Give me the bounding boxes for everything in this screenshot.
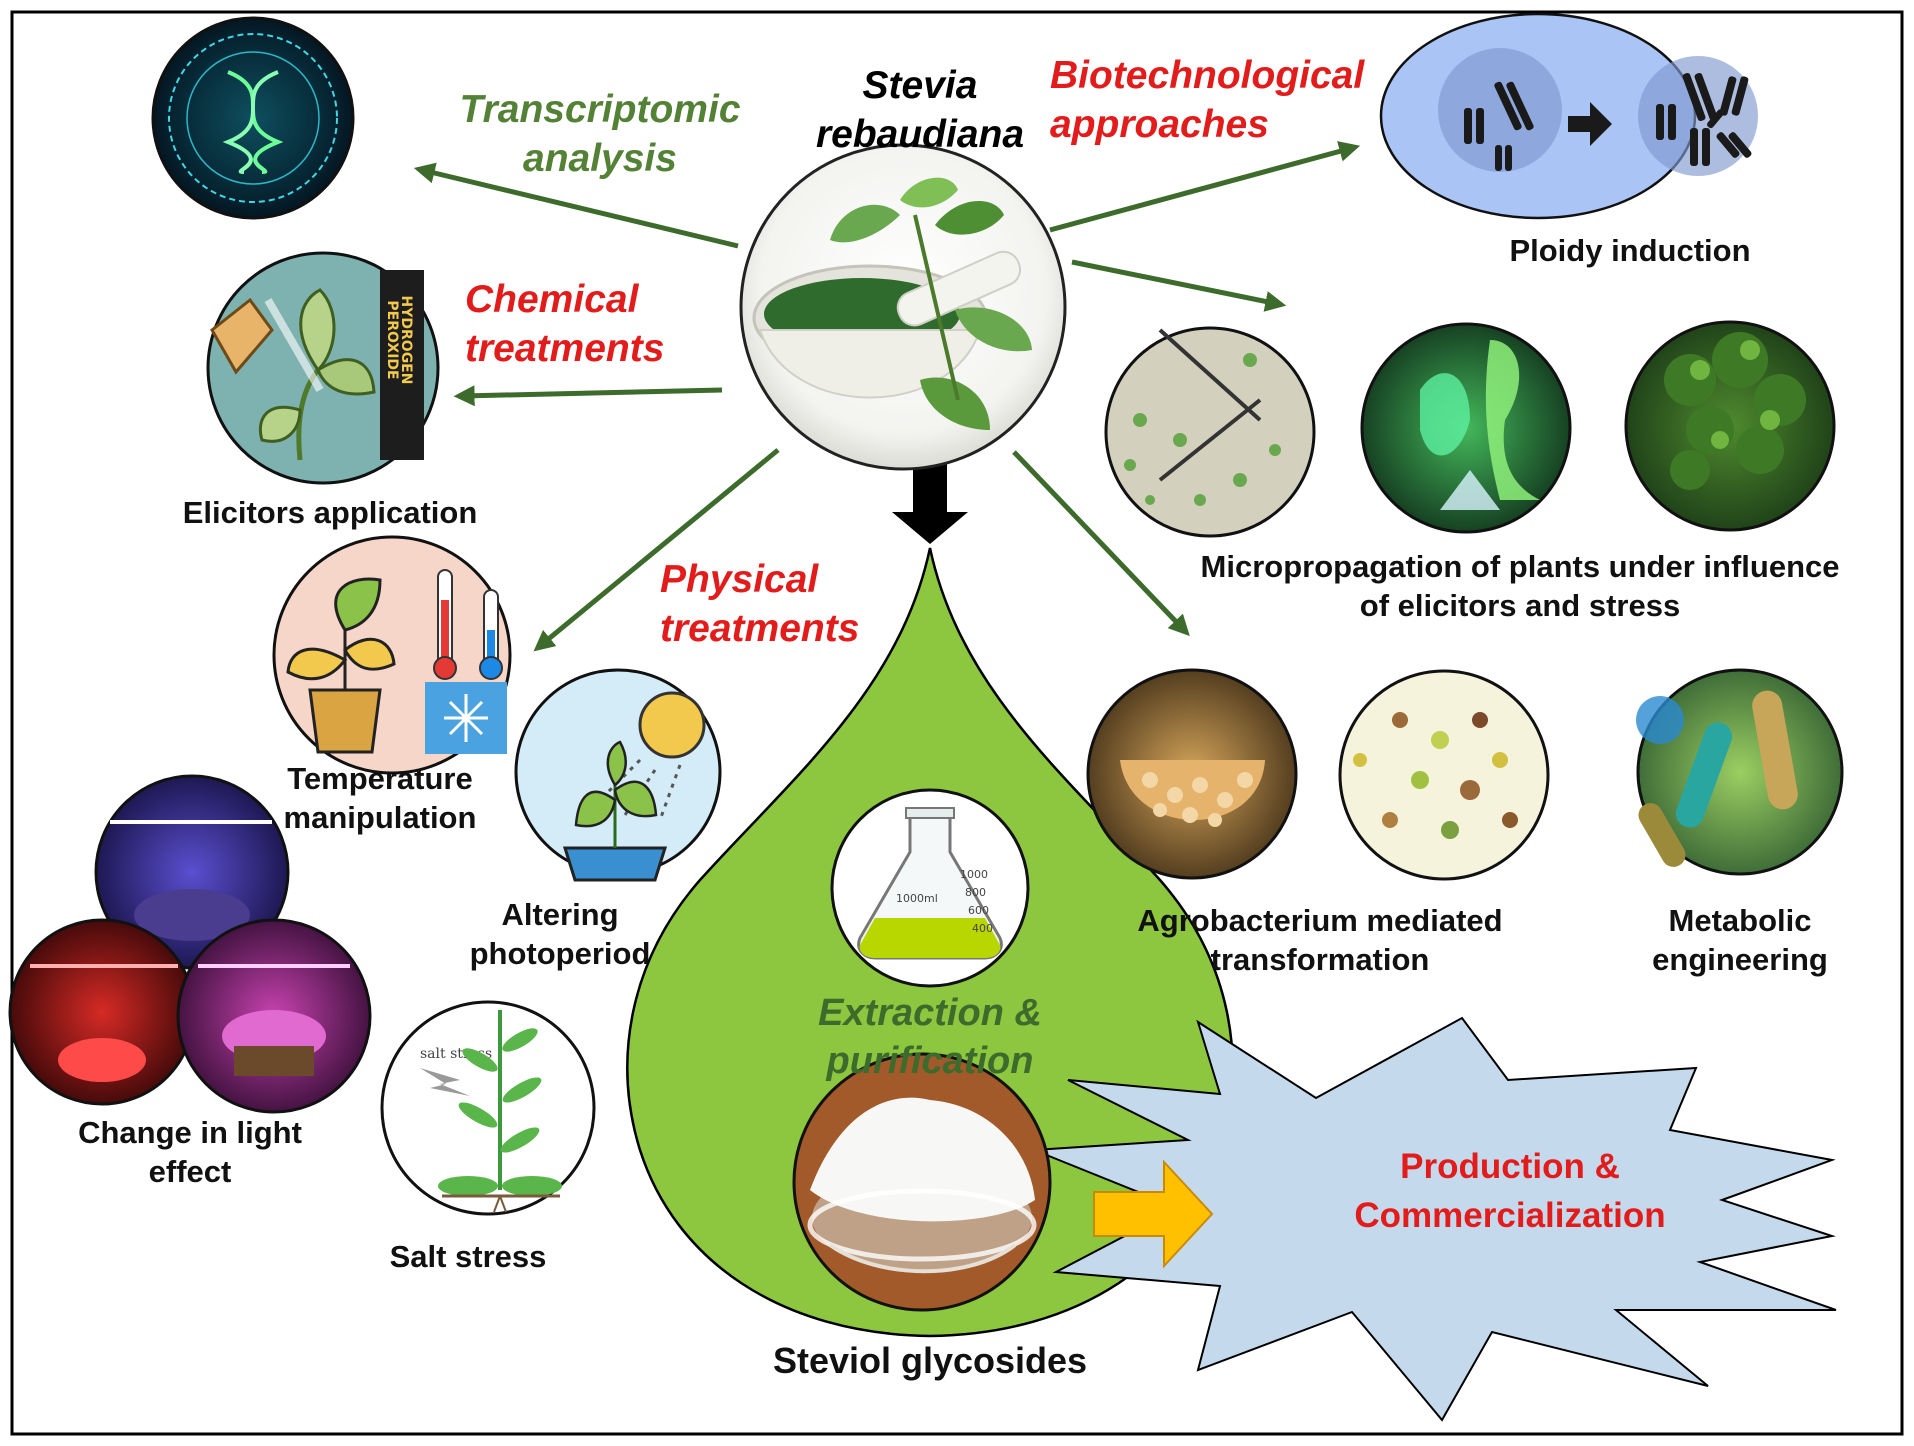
flask-mark-600: 600 [968, 904, 989, 917]
metabolic-caption: Metabolic engineering [1620, 902, 1860, 980]
down-arrow [892, 458, 968, 544]
biotechnological-line1: Biotechnological [1050, 54, 1365, 97]
metabolic-line2: engineering [1652, 941, 1828, 977]
bottle-label-line1: HYDROGEN [398, 296, 414, 385]
stevia-mortar-image [739, 143, 1067, 471]
extraction-label: Extraction & purification [780, 990, 1080, 1085]
physical-line1: Physical [660, 558, 819, 601]
flask-image: 1000 800 600 400 1000ml [830, 788, 1030, 988]
temperature-caption: Temperature manipulation [260, 760, 500, 838]
photoperiod-image [514, 668, 722, 882]
metabolic-line1: Metabolic [1668, 903, 1812, 938]
stevia-title: Stevia rebaudiana [770, 62, 1070, 160]
steviol-glycosides-label: Steviol glycosides [772, 1340, 1088, 1381]
extraction-line2: purification [826, 1039, 1034, 1082]
agrobacterium-line2: transformation [1210, 941, 1430, 977]
chemical-label: Chemical treatments [465, 276, 725, 374]
temperature-line2: manipulation [283, 799, 477, 835]
arrow-to-physical [533, 448, 780, 652]
biotechnological-label: Biotechnological approaches [1050, 52, 1390, 150]
transcriptomic-label: Transcriptomic analysis [450, 86, 750, 184]
agrobacterium-line1: Agrobacterium mediated [1137, 903, 1503, 938]
photoperiod-caption: Altering photoperiod [450, 896, 670, 974]
stevia-title-line1: Stevia [862, 64, 978, 107]
photoperiod-line2: photoperiod [469, 935, 651, 971]
stevia-title-line2: rebaudiana [815, 112, 1025, 156]
commercialization-label: Production & Commercialization [1290, 1142, 1730, 1240]
temperature-image [272, 535, 512, 775]
micropropagation-caption: Micropropagation of plants under influen… [1150, 548, 1890, 626]
commercialization-line2: Commercialization [1354, 1196, 1666, 1235]
light-line2: effect [148, 1153, 232, 1189]
led-light-images [8, 774, 372, 1114]
micropropagation-line1: Micropropagation of plants under influen… [1200, 549, 1840, 584]
agrobacterium-images [1086, 668, 1844, 881]
arrow-to-ploidy [1049, 141, 1361, 233]
micropropagation-images [1104, 320, 1836, 538]
ploidy-diagram [1379, 12, 1758, 220]
elicitors-image: HYDROGEN PEROXIDE [206, 251, 440, 485]
temperature-line1: Temperature [287, 761, 473, 796]
photoperiod-line1: Altering [501, 897, 619, 932]
yellow-arrow [1093, 1159, 1214, 1269]
chemical-line1: Chemical [465, 278, 639, 321]
physical-label: Physical treatments [660, 556, 920, 654]
light-line1: Change in light [78, 1115, 302, 1150]
agrobacterium-caption: Agrobacterium mediated transformation [1100, 902, 1540, 980]
salt-stress-caption: Salt stress [389, 1239, 547, 1274]
salt-stress-image: salt stress [380, 1000, 596, 1216]
arrow-to-micropropagation [1071, 259, 1287, 312]
chemical-line2: treatments [465, 326, 665, 370]
biotechnological-line2: approaches [1050, 102, 1269, 146]
dna-image [151, 16, 355, 220]
micropropagation-line2: of elicitors and stress [1359, 587, 1681, 623]
light-caption: Change in light effect [50, 1114, 330, 1192]
transcriptomic-line1: Transcriptomic [459, 88, 741, 131]
elicitors-caption: Elicitors application [182, 495, 478, 530]
steviol-powder-image [792, 1052, 1052, 1312]
extraction-line1: Extraction & [818, 992, 1042, 1034]
bottle-label-line2: PEROXIDE [384, 300, 400, 379]
flask-mark-400: 400 [972, 922, 993, 935]
transcriptomic-line2: analysis [523, 136, 677, 180]
flask-mark-800: 800 [965, 886, 986, 899]
ploidy-caption: Ploidy induction [1509, 233, 1751, 268]
arrow-to-chemical [453, 385, 723, 407]
flask-mark-1000: 1000 [960, 868, 988, 881]
flask-mark-1000ml: 1000ml [896, 892, 938, 905]
arrow-to-agrobacterium [1012, 450, 1190, 637]
arrow-to-transcriptomic [413, 162, 739, 249]
physical-line2: treatments [660, 606, 860, 650]
commercialization-line1: Production & [1400, 1147, 1620, 1186]
